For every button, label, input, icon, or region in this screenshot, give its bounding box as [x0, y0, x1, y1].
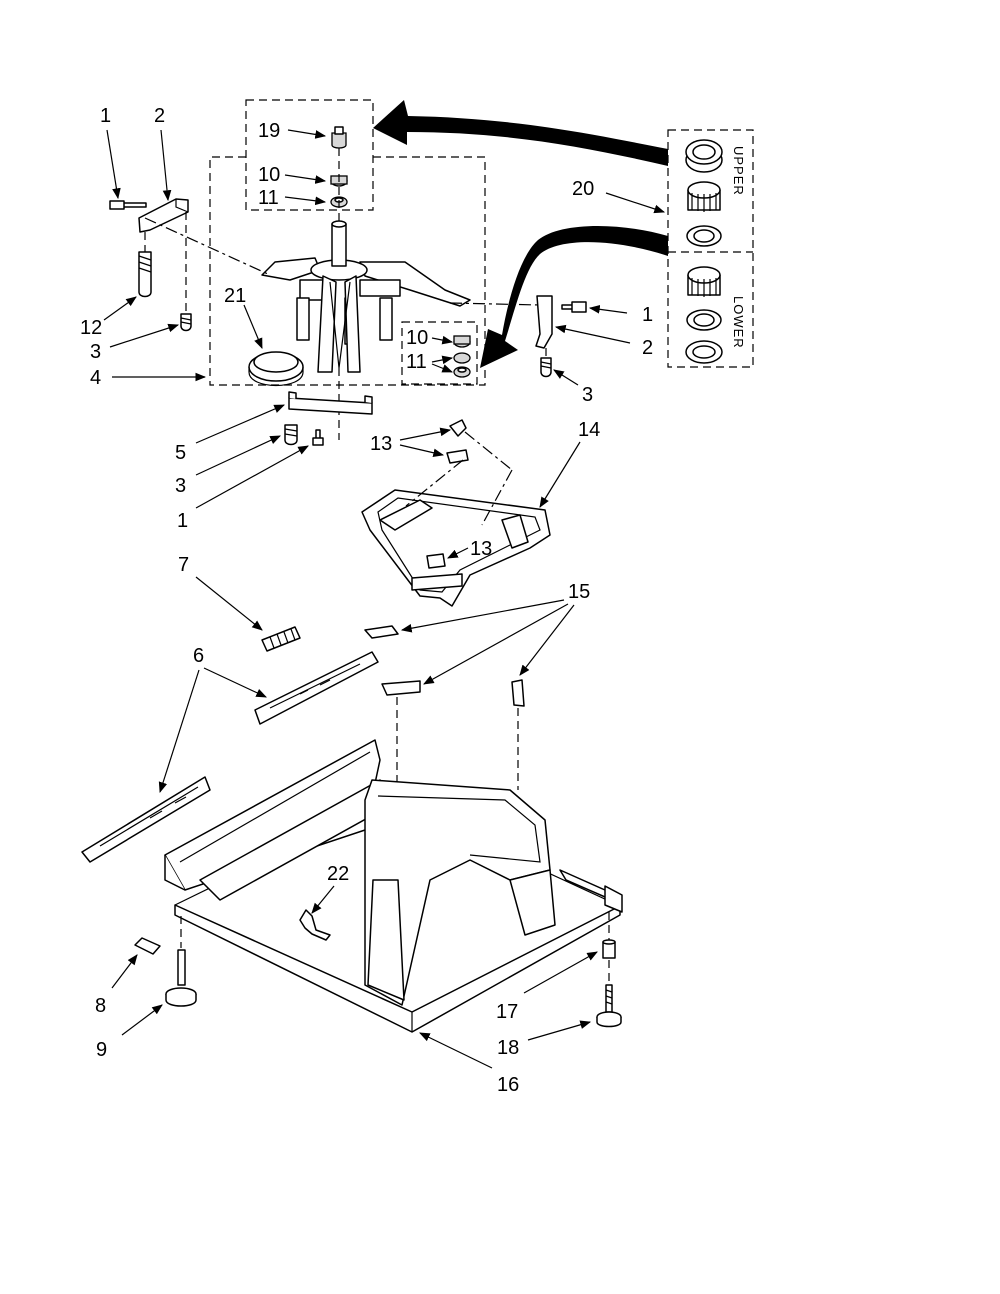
callout-11-top: 11	[258, 187, 279, 209]
callout-3-left: 3	[90, 341, 101, 363]
left-suspension	[109, 198, 271, 332]
callout-12: 12	[80, 317, 102, 339]
part-18-foot	[605, 984, 613, 1013]
callout-16: 16	[497, 1074, 519, 1096]
callout-1-top-left: 1	[100, 105, 111, 127]
callout-8: 8	[95, 995, 106, 1017]
part-16-base	[164, 739, 623, 1033]
callout-22: 22	[327, 863, 349, 885]
part-20-bearing-kit	[685, 139, 723, 364]
callout-20: 20	[572, 178, 594, 200]
callout-15: 15	[568, 581, 590, 603]
callout-17: 17	[496, 1001, 518, 1023]
part-21-seal	[248, 351, 304, 387]
arrow-lower-to-box	[480, 225, 668, 368]
part-1-bolt-lower	[312, 429, 324, 446]
left-foot	[134, 916, 197, 1007]
spider-arm-right	[359, 261, 471, 307]
bearing-kit-labels: UPPER LOWER	[731, 146, 746, 349]
box-4-assembly	[209, 156, 486, 386]
callout-19: 19	[258, 120, 280, 142]
part-12-shock	[138, 251, 152, 298]
callout-5: 5	[175, 442, 186, 464]
right-suspension	[449, 295, 587, 378]
arrow-upper-to-box	[373, 100, 668, 166]
callout-9: 9	[96, 1039, 107, 1061]
part-9-foot	[177, 949, 186, 986]
part-8-pin	[134, 937, 161, 955]
callout-10-top: 10	[258, 164, 280, 186]
callout-2-top-left: 2	[154, 105, 165, 127]
part-19-cap	[331, 132, 347, 149]
callout-7: 7	[178, 554, 189, 576]
callout-3-right: 3	[582, 384, 593, 406]
part-1-bolt-left	[109, 200, 147, 210]
part-22-clip	[299, 909, 331, 941]
part-2-bracket-right	[535, 295, 553, 349]
part-13-pad-mid	[446, 449, 469, 464]
box-10-11-right	[401, 321, 478, 385]
callout-4: 4	[90, 367, 101, 389]
shaft	[331, 223, 347, 267]
leader-lines	[103, 129, 666, 1069]
callout-6: 6	[193, 645, 204, 667]
part-5-strap	[288, 397, 373, 415]
callout-18: 18	[497, 1037, 519, 1059]
callout-1-right: 1	[642, 304, 653, 326]
callout-labels: 1 2 19 10 11 20 21 12 3 4 10 11 1 2 3 5 …	[80, 105, 653, 1096]
callout-10-right: 10	[406, 327, 428, 349]
leg-left	[296, 297, 310, 341]
right-foot	[596, 912, 622, 1028]
callout-1-lower: 1	[177, 510, 188, 532]
parts-right-box	[453, 335, 471, 378]
callout-13-top: 13	[370, 433, 392, 455]
part-13-pad-top	[449, 419, 467, 437]
part-14-support	[361, 419, 551, 607]
callout-14: 14	[578, 419, 600, 441]
part-7-spring	[261, 626, 301, 652]
lower-label: LOWER	[731, 296, 746, 349]
part-15-clips	[364, 625, 525, 875]
part-1-bolt-right	[561, 301, 587, 313]
callout-2-right: 2	[642, 337, 653, 359]
group-boxes	[209, 99, 754, 386]
callout-13-mid: 13	[470, 538, 492, 560]
callout-11-right: 11	[406, 351, 427, 373]
callout-21: 21	[224, 285, 246, 307]
leg-right	[379, 297, 393, 341]
callout-3-lower: 3	[175, 475, 186, 497]
part-13-pad-low	[426, 553, 446, 569]
big-arrows	[373, 100, 668, 368]
lower-hub-parts	[284, 391, 373, 446]
upper-label: UPPER	[731, 146, 746, 196]
part-6-rails	[81, 651, 379, 863]
parts-top-box	[330, 126, 348, 230]
part-4-hub-assembly	[261, 220, 471, 440]
box-19-10-11	[245, 99, 374, 211]
